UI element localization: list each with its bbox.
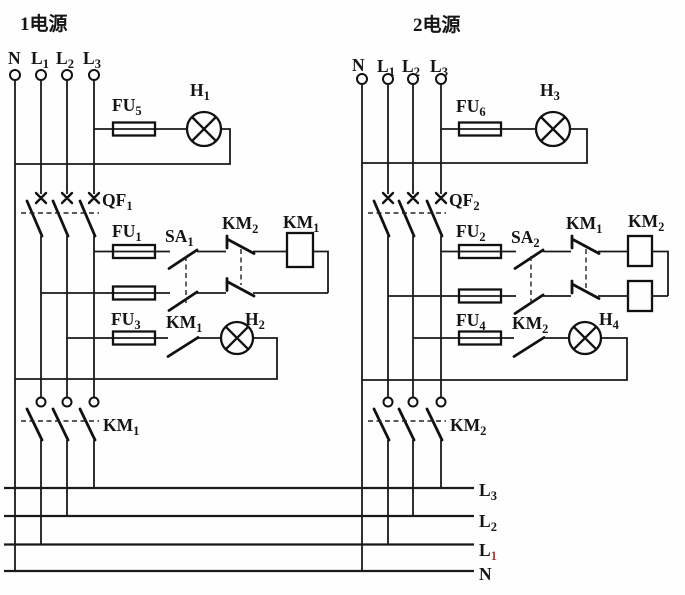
fuse-fu3 [111, 330, 157, 346]
lamp-h3-label: H3 [540, 80, 560, 103]
contactor-km2-main [368, 396, 447, 442]
switch-sa1-label: SA1 [165, 226, 194, 249]
fuse-fu2-label: FU2 [456, 221, 486, 244]
terminal-circle-l1 [35, 69, 47, 81]
bus-bars-section: L3 L2 L1 N [4, 480, 497, 584]
wire-control-row-a-2 [441, 250, 669, 296]
power-supply-2-section: 2电源 N L1 L2 L3 FU6 H3 QF2 FU2 [352, 13, 669, 571]
lamp-h1 [185, 110, 223, 148]
coil-km2-upper [626, 234, 654, 268]
coil-km2-label: KM2 [628, 211, 664, 234]
wire-h1-branch [15, 128, 231, 165]
lamp-h1-label: H1 [190, 80, 210, 103]
switch-sa2-label: SA2 [511, 227, 540, 250]
switch-sa1-pole2 [167, 290, 199, 312]
fuse-fu2 [457, 243, 503, 260]
terminal-label-l1-2: L1 [377, 56, 395, 79]
fuse-fu4-label: FU4 [456, 310, 486, 333]
coil-km1 [285, 231, 315, 269]
terminal-label-l3: L3 [83, 48, 101, 71]
terminal-label-n: N [8, 48, 21, 68]
coil-km1-label: KM1 [283, 212, 319, 235]
wire-control-row-a [94, 250, 329, 293]
fuse-fu5 [111, 121, 157, 137]
fuse-fu6 [457, 121, 503, 137]
contact-km1-nc-pole2 [570, 279, 601, 300]
lamp-h2-label: H2 [245, 309, 265, 332]
contactor-km1-main-label: KM1 [103, 415, 139, 438]
terminal-label-l1: L1 [31, 48, 49, 71]
bus-l2-label: L2 [479, 511, 497, 534]
fuse-fu1-label: FU1 [112, 221, 142, 244]
terminal-circle-l1-2 [382, 73, 394, 85]
terminal-circle-n-2 [356, 73, 368, 85]
contact-km2-nc-label: KM2 [222, 213, 258, 236]
contact-km1-no-label: KM1 [166, 312, 202, 335]
lamp-h4 [567, 320, 603, 356]
breaker-qf2-label: QF2 [449, 190, 480, 213]
terminal-circle-l3 [88, 69, 100, 81]
terminal-circle-l2-2 [407, 73, 419, 85]
fuse-fu1 [111, 243, 157, 260]
wire-lamp-row-h2 [15, 337, 278, 380]
contact-km1-no [166, 336, 200, 358]
breaker-qf1 [21, 191, 101, 238]
contact-km2-nc-pole2 [225, 277, 256, 298]
terminal-label-n-2: N [352, 55, 365, 75]
supply2-title: 2电源 [413, 13, 461, 36]
switch-sa2-pole2 [513, 293, 545, 315]
terminal-label-l3-2: L3 [430, 56, 448, 79]
coil-km2-lower [626, 279, 654, 313]
lamp-h4-label: H4 [599, 309, 620, 332]
bus-l1-label: L1 [479, 540, 497, 563]
contactor-km1-main [21, 396, 100, 442]
fuse-fu5-label: FU5 [112, 95, 142, 118]
fuse-row-b-right [457, 288, 503, 304]
fuse-fu4 [457, 330, 503, 346]
terminal-circle-l3-2 [435, 73, 447, 85]
fuse-row-b-left [111, 285, 157, 301]
contact-km2-no-label: KM2 [512, 313, 548, 336]
terminal-circle-l2 [61, 69, 73, 81]
bus-n-label: N [479, 564, 492, 584]
fuse-fu6-label: FU6 [456, 96, 486, 119]
fuse-fu3-label: FU3 [111, 309, 141, 332]
contactor-km2-main-label: KM2 [450, 415, 486, 438]
contact-km2-nc-pole1 [225, 234, 256, 255]
terminal-label-l2: L2 [56, 48, 74, 71]
contact-km1-nc-label: KM1 [566, 213, 602, 236]
breaker-qf2 [368, 191, 448, 238]
terminal-circle-n [9, 69, 21, 81]
lamp-h3 [534, 110, 572, 148]
lamp-h2 [219, 320, 255, 356]
wire-lamp-row-h4 [362, 337, 628, 381]
switch-sa2-pole1 [513, 248, 545, 270]
switch-sa1-pole1 [167, 248, 199, 270]
contact-km1-nc-pole1 [570, 234, 601, 255]
supply1-title: 1电源 [20, 12, 68, 35]
contact-km2-no [512, 336, 546, 358]
breaker-qf1-label: QF1 [102, 190, 133, 213]
wire-h3-branch [362, 128, 588, 164]
terminal-label-l2-2: L2 [402, 56, 420, 79]
power-supply-1-section: 1电源 N L1 L2 L3 FU5 H1 QF1 [8, 12, 329, 571]
bus-l3-label: L3 [479, 480, 497, 503]
